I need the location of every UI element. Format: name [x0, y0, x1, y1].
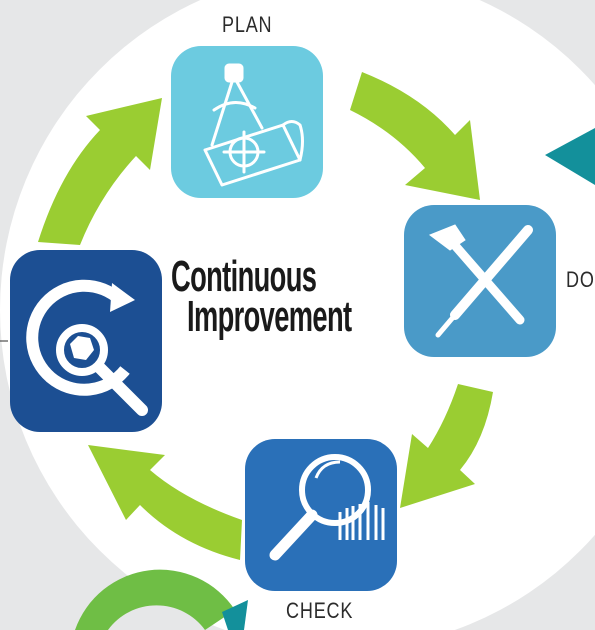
arrow-plan-to-do [350, 72, 480, 200]
step-label-plan: PLAN [222, 12, 273, 37]
plan-tile [171, 46, 323, 198]
teal-small-shape [222, 600, 248, 630]
do-tile [404, 205, 556, 357]
cycle-arrows [38, 72, 493, 560]
arrow-check-to-act [88, 445, 242, 560]
title-line1: Continuous [171, 252, 317, 301]
step-label-check: CHECK [286, 598, 354, 623]
hammer-screwdriver-icon [428, 224, 533, 338]
green-ring-decoration [75, 569, 235, 630]
teal-pointer-shape [545, 128, 595, 185]
wrench-cycle-icon [26, 279, 148, 416]
title-line2: Improvement [187, 292, 352, 341]
act-tile [10, 250, 162, 432]
arrow-act-to-plan [38, 98, 162, 245]
drafting-compass-icon [203, 63, 304, 187]
step-label-do: DO [566, 267, 595, 292]
magnifier-barcode-icon [269, 454, 385, 561]
arrow-do-to-check [400, 384, 493, 508]
check-tile [245, 439, 397, 591]
